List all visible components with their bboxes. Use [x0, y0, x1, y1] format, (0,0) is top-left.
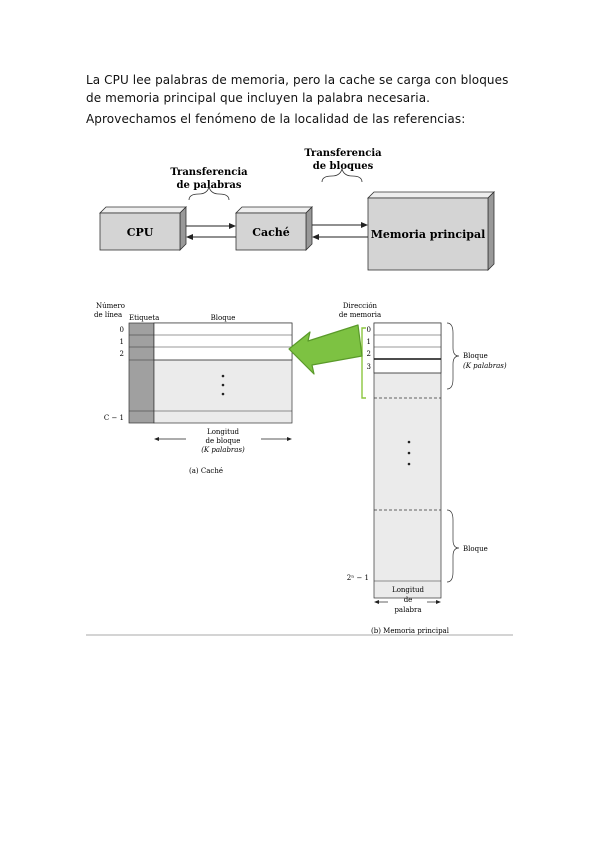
arrow-left-icon	[374, 600, 379, 604]
word-length-label-1: Longitud	[392, 586, 424, 594]
cache-box: Caché	[235, 206, 313, 251]
block-transfer-label-2: de bloques	[313, 161, 374, 172]
line-label-last: C − 1	[104, 414, 124, 422]
arrow-right-icon	[287, 437, 292, 441]
word-length-label-3: palabra	[394, 606, 421, 614]
block-length-label-1: Longitud	[207, 428, 239, 436]
main-memory-label: Memoria principal	[371, 228, 486, 241]
line-number-header-2: de línea	[94, 311, 122, 319]
word-length-label-2: de	[404, 596, 413, 604]
locality-paragraph: Aprovechamos el fenómeno de la localidad…	[86, 112, 466, 126]
address-header-2: de memoria	[339, 311, 381, 319]
address-label-2: 2	[367, 350, 371, 358]
block-length-label-3: (K palabras)	[201, 446, 245, 454]
green-bracket	[361, 327, 366, 399]
tag-column	[128, 322, 155, 424]
block-length-arrows	[154, 437, 292, 441]
line-number-header-1: Número	[96, 302, 125, 310]
block-transfer-label-1: Transferencia	[304, 148, 382, 159]
cache-label: Caché	[252, 226, 290, 239]
arrow-right-icon	[436, 600, 441, 604]
brace-icon	[321, 167, 363, 183]
block-header: Bloque	[211, 314, 236, 322]
cpu-cache-arrows	[186, 223, 236, 240]
brace-icon	[446, 322, 460, 390]
caption-a: (a) Caché	[189, 467, 223, 475]
cache-table	[128, 322, 293, 424]
cpu-cache-memory-diagram: Transferencia de palabras Transferencia …	[99, 148, 495, 271]
word-transfer-label-1: Transferencia	[170, 167, 248, 178]
brace-icon	[446, 509, 460, 583]
cache-memory-structure-diagram: Número de línea Etiqueta Bloque 0 1 2 C …	[86, 302, 513, 636]
cpu-label: CPU	[127, 226, 154, 239]
line-label-2: 2	[120, 350, 124, 358]
address-header-1: Dirección	[343, 302, 378, 310]
arrow-left-icon	[154, 437, 159, 441]
address-label-3: 3	[367, 363, 371, 371]
address-label-last: 2ⁿ − 1	[347, 574, 369, 582]
main-memory-box: Memoria principal	[367, 191, 495, 271]
intro-paragraph: La CPU lee palabras de memoria, pero la …	[86, 73, 509, 105]
cache-memory-arrows	[312, 222, 368, 240]
line-label-0: 0	[120, 326, 124, 334]
address-label-1: 1	[367, 338, 371, 346]
cpu-box: CPU	[99, 206, 187, 251]
green-arrow-icon	[288, 324, 363, 375]
block-label-2: Bloque	[463, 545, 488, 553]
main-memory-table	[373, 322, 442, 599]
address-label-0: 0	[367, 326, 371, 334]
caption-b: (b) Memoria principal	[371, 627, 450, 635]
word-length-arrows	[374, 600, 441, 604]
block-length-label-2: de bloque	[206, 437, 241, 445]
block-brace-label-1: Bloque	[463, 352, 488, 360]
word-transfer-label-2: de palabras	[177, 180, 242, 191]
brace-icon	[188, 185, 230, 201]
block-brace-label-2: (K palabras)	[463, 362, 507, 370]
line-label-1: 1	[120, 338, 124, 346]
tag-header: Etiqueta	[129, 314, 159, 322]
